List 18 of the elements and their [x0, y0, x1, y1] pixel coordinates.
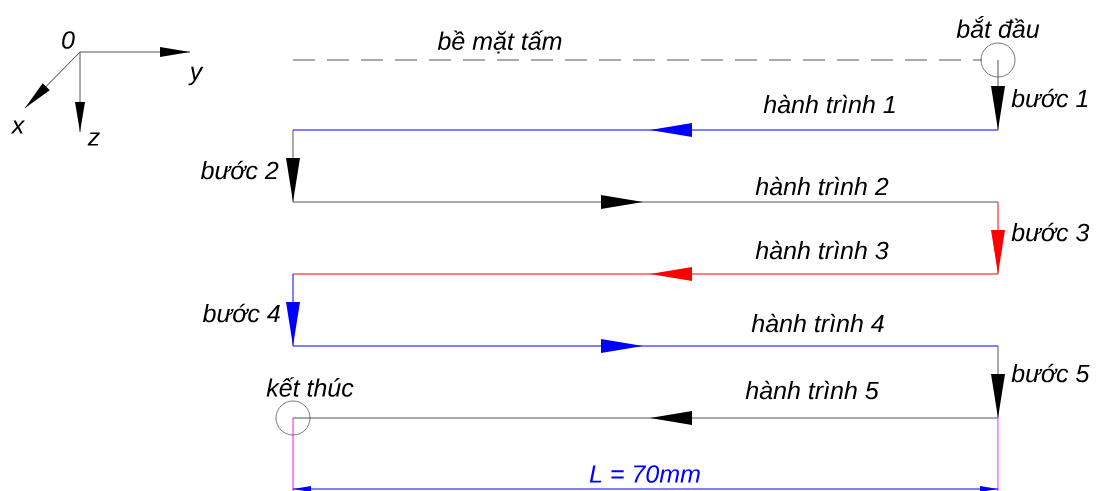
- axis-label: x: [10, 120, 25, 134]
- path-label: hành trình 4: [751, 313, 884, 333]
- path-label: hành trình 5: [745, 380, 879, 400]
- point-label: bắt đầu: [956, 16, 1040, 38]
- path-label: hành trình 3: [755, 240, 889, 260]
- path-label: bề mặt tấm: [437, 30, 562, 54]
- path-label: hành trình 2: [755, 176, 889, 196]
- dimension-label: L = 70mm: [589, 465, 700, 483]
- axis-label: y: [188, 66, 204, 86]
- path-label: bước 3: [1011, 222, 1090, 242]
- path-label: bước 2: [200, 160, 279, 180]
- axis-label: z: [87, 132, 100, 146]
- axis-label: 0: [62, 31, 75, 49]
- path-label: hành trình 1: [763, 94, 895, 114]
- path-label: bước 4: [202, 303, 280, 323]
- point-label: kết thúc: [266, 377, 354, 397]
- path-label: bước 1: [1011, 88, 1088, 108]
- path-label: bước 5: [1011, 363, 1090, 383]
